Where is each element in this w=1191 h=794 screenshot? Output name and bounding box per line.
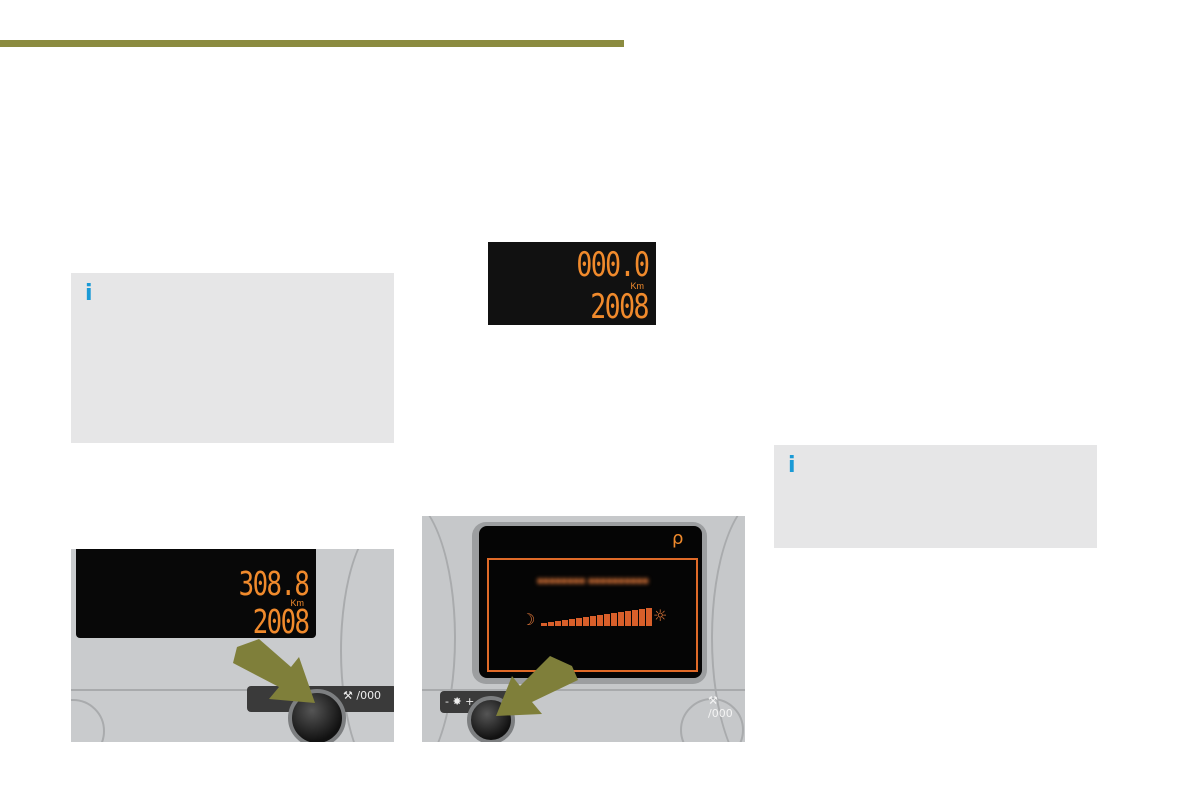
total-odometer-value: 2008 bbox=[590, 287, 649, 327]
sun-icon: ☼ bbox=[653, 606, 668, 625]
pointer-arrow-icon bbox=[496, 656, 578, 716]
brightness-level-segment bbox=[562, 620, 568, 626]
info-note-box: i bbox=[774, 445, 1097, 548]
distance-unit: Km bbox=[290, 598, 305, 608]
info-icon: i bbox=[85, 281, 93, 306]
total-odometer-value: 2008 bbox=[252, 602, 309, 641]
dial-arc bbox=[422, 516, 456, 742]
service-reset-button-label: ⚒ /000 bbox=[343, 689, 382, 702]
brightness-menu-title: ■■■■■■■■ ■■■■■■■■■■ bbox=[537, 576, 649, 587]
service-reset-button-label: ⚒ /000 bbox=[708, 694, 733, 720]
dial-arc bbox=[711, 516, 745, 742]
distance-unit: Km bbox=[630, 281, 645, 291]
moon-icon: ☽ bbox=[521, 610, 536, 629]
trip-odometer-value: 000.0 bbox=[575, 245, 650, 285]
trip-odometer-value: 308.8 bbox=[238, 564, 309, 603]
multifunction-screen bbox=[479, 526, 702, 678]
brightness-level-segment bbox=[618, 612, 624, 626]
brightness-level-segment bbox=[646, 608, 652, 626]
brightness-level-segment bbox=[555, 621, 561, 626]
brightness-level-segment bbox=[625, 611, 631, 626]
brightness-level-segment bbox=[639, 609, 645, 626]
instrument-screen: 308.8 Km 2008 bbox=[76, 549, 316, 638]
header-rule bbox=[0, 40, 624, 47]
brightness-level-segment bbox=[611, 613, 617, 626]
brightness-level-segment bbox=[541, 623, 547, 626]
brightness-level-segment bbox=[632, 610, 638, 626]
info-note-box: i bbox=[71, 273, 394, 443]
brightness-menu: ■■■■■■■■ ■■■■■■■■■■ ☽ ☼ bbox=[487, 558, 698, 672]
panel-line bbox=[71, 689, 394, 691]
service-button-photo: 308.8 Km 2008 ⚒ /000 bbox=[71, 549, 394, 742]
pointer-arrow-icon bbox=[233, 639, 315, 703]
brightness-button[interactable] bbox=[467, 696, 515, 742]
odometer-display: 000.0 Km 2008 bbox=[488, 242, 656, 325]
brightness-button-photo: ρ ■■■■■■■■ ■■■■■■■■■■ ☽ ☼ - ✸ + ⚒ /000 bbox=[422, 516, 745, 742]
brightness-level-segment bbox=[583, 617, 589, 626]
status-icon: ρ bbox=[672, 528, 684, 549]
brightness-level-segment bbox=[569, 619, 575, 626]
dial-hole bbox=[71, 699, 105, 742]
brightness-level-segment bbox=[597, 615, 603, 626]
brightness-level-segment bbox=[590, 616, 596, 626]
info-icon: i bbox=[788, 453, 796, 478]
brightness-level-segment bbox=[548, 622, 554, 626]
dial-arc bbox=[340, 549, 394, 742]
brightness-level-segment bbox=[576, 618, 582, 626]
brightness-button-label: - ✸ + bbox=[445, 695, 475, 708]
panel-line bbox=[422, 689, 745, 691]
brightness-level-segment bbox=[604, 614, 610, 626]
